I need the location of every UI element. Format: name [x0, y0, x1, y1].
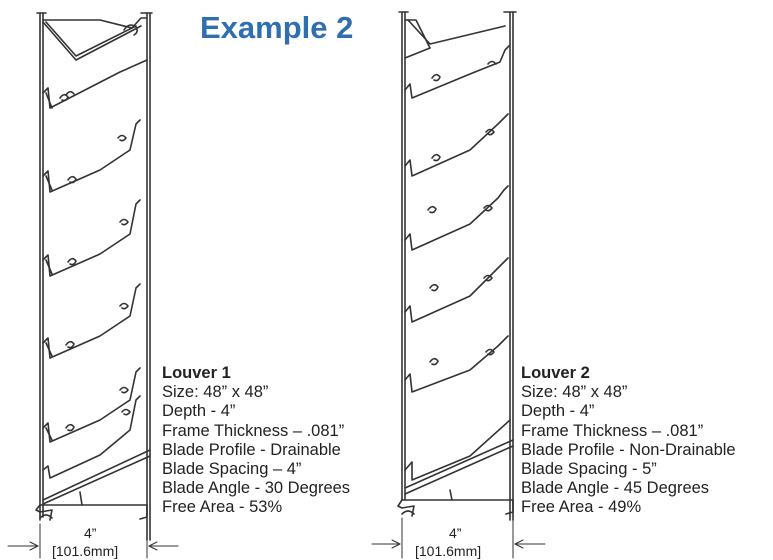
louver-2-spec-depth: Depth - 4” [521, 402, 595, 421]
louver-2-spec-block: Louver 2 Size: 48” x 48” Depth - 4” Fram… [521, 364, 736, 518]
page-title: Example 2 [200, 10, 354, 45]
louver-2-name: Louver 2 [521, 364, 590, 382]
louver-2-spec-free-area: Free Area - 49% [521, 498, 642, 517]
louver-1-depth-mm-label: [101.6mm] [52, 543, 119, 559]
louver-1-spec-frame-thickness: Frame Thickness – .081” [162, 421, 345, 440]
louver-1-spec-depth: Depth - 4” [162, 402, 236, 421]
louver-2-frame [398, 11, 517, 521]
louver-2-section [371, 11, 546, 559]
louver-1-spec-blade-profile: Blade Profile - Drainable [162, 440, 341, 459]
louver-2-spec-blade-angle: Blade Angle - 45 Degrees [521, 479, 710, 498]
louver-2-depth-dimension [371, 517, 546, 559]
louver-1-depth-label: 4” [84, 525, 97, 541]
louver-1-spec-free-area: Free Area - 53% [162, 498, 283, 517]
louver-1-spec-size: Size: 48” x 48” [162, 383, 269, 402]
louver-1-spec-blade-spacing: Blade Spacing – 4” [162, 460, 302, 479]
louver-1-section [7, 12, 179, 559]
louver-1-spec-blade-angle: Blade Angle - 30 Degrees [162, 479, 351, 498]
louver-1-name: Louver 1 [162, 364, 231, 382]
louver-2-depth-label: 4” [449, 525, 462, 541]
louver-2-spec-blade-profile: Blade Profile - Non-Drainable [521, 440, 736, 459]
louver-2-spec-frame-thickness: Frame Thickness – .081” [521, 421, 704, 440]
louver-2-spec-size: Size: 48” x 48” [521, 383, 628, 402]
louver-2-spec-blade-spacing: Blade Spacing - 5” [521, 460, 657, 479]
louver-1-blades [35, 59, 151, 521]
louver-2-depth-mm-label: [101.6mm] [415, 543, 482, 559]
louver-1-frame [36, 12, 153, 541]
louver-2-blades [397, 45, 514, 517]
louver-1-spec-block: Louver 1 Size: 48” x 48” Depth - 4” Fram… [162, 364, 350, 518]
louver-1-depth-dimension [7, 523, 179, 559]
